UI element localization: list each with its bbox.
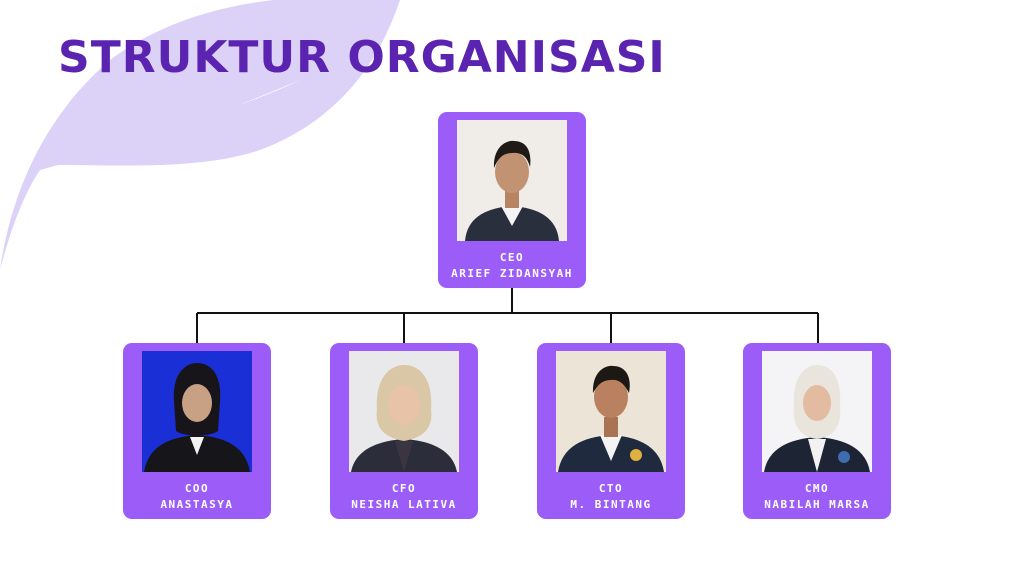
- page-title: STRUKTUR ORGANISASI: [58, 32, 666, 83]
- person-name: NEISHA LATIVA: [351, 498, 457, 511]
- org-card-cmo: CMO NABILAH MARSA: [743, 343, 891, 519]
- person-name: ARIEF ZIDANSYAH: [451, 267, 573, 280]
- role-label: CEO: [499, 251, 525, 264]
- person-name: NABILAH MARSA: [764, 498, 870, 511]
- org-card-cto: CTO M. BINTANG: [537, 343, 685, 519]
- portrait-photo-cto: [556, 351, 666, 472]
- portrait-photo-coo: [142, 351, 252, 472]
- org-card-ceo: CEO ARIEF ZIDANSYAH: [438, 112, 586, 288]
- portrait-photo-ceo: [457, 120, 567, 241]
- role-label: CMO: [804, 482, 830, 495]
- portrait-photo-cmo: [762, 351, 872, 472]
- role-label: CFO: [391, 482, 417, 495]
- org-card-coo: COO ANASTASYA: [123, 343, 271, 519]
- portrait-photo-cfo: [349, 351, 459, 472]
- role-label: CTO: [598, 482, 624, 495]
- person-name: ANASTASYA: [160, 498, 234, 511]
- role-label: COO: [184, 482, 210, 495]
- org-card-cfo: CFO NEISHA LATIVA: [330, 343, 478, 519]
- person-name: M. BINTANG: [570, 498, 652, 511]
